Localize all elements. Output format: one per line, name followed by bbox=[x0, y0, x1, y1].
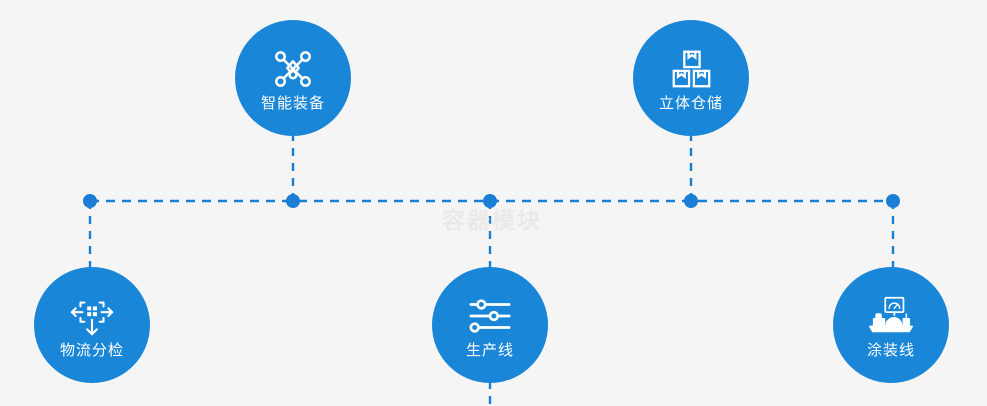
node-dot-logistics[interactable] bbox=[83, 194, 97, 208]
module-bubble-warehouse[interactable]: 立体仓储 bbox=[633, 20, 749, 136]
node-dot-production[interactable] bbox=[483, 194, 497, 208]
sliders-icon bbox=[467, 293, 513, 339]
module-label-production: 生产线 bbox=[465, 340, 514, 359]
stacked-boxes-icon bbox=[668, 46, 714, 92]
watermark-label: 容器模块 bbox=[442, 208, 542, 234]
node-dot-painting[interactable] bbox=[886, 194, 900, 208]
module-label-warehouse: 立体仓储 bbox=[658, 93, 723, 112]
module-bubble-equipment[interactable]: 智能装备 bbox=[235, 20, 351, 136]
paint-station-icon bbox=[868, 293, 914, 339]
node-dot-equipment[interactable] bbox=[286, 194, 300, 208]
module-label-painting: 涂装线 bbox=[866, 340, 915, 359]
module-bubble-production[interactable]: 生产线 bbox=[432, 267, 548, 383]
module-label-logistics: 物流分检 bbox=[59, 340, 124, 359]
network-nodes-icon bbox=[270, 46, 316, 92]
node-dot-warehouse[interactable] bbox=[684, 194, 698, 208]
module-label-equipment: 智能装备 bbox=[260, 93, 325, 112]
module-bubble-logistics[interactable]: 物流分检 bbox=[34, 267, 150, 383]
sorting-arrows-icon bbox=[69, 293, 115, 339]
module-bubble-painting[interactable]: 涂装线 bbox=[833, 267, 949, 383]
